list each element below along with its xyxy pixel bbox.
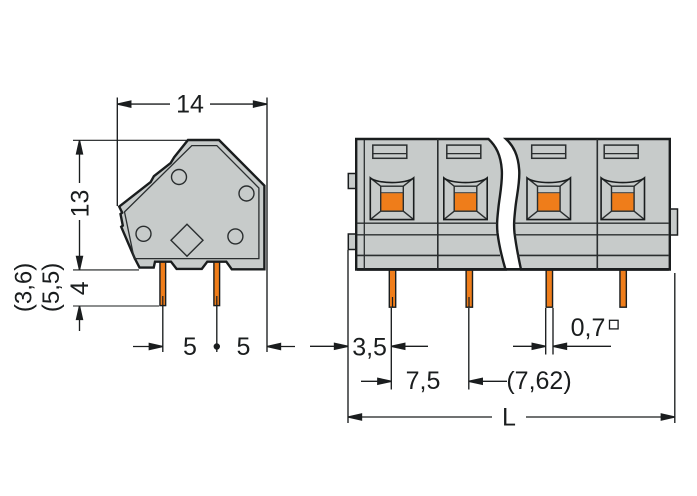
- svg-text:3,5: 3,5: [352, 333, 387, 361]
- svg-text:5: 5: [183, 333, 197, 361]
- svg-text:7,5: 7,5: [406, 367, 441, 395]
- svg-text:4: 4: [66, 281, 94, 295]
- svg-text:13: 13: [67, 190, 95, 218]
- svg-text:(3,6): (3,6): [11, 263, 38, 312]
- svg-text:5: 5: [237, 333, 251, 361]
- svg-text:(7,62): (7,62): [506, 367, 571, 395]
- svg-text:14: 14: [176, 91, 204, 119]
- svg-text:0,7: 0,7: [571, 314, 606, 342]
- svg-text:(5,5): (5,5): [38, 263, 65, 312]
- svg-text:L: L: [502, 404, 516, 432]
